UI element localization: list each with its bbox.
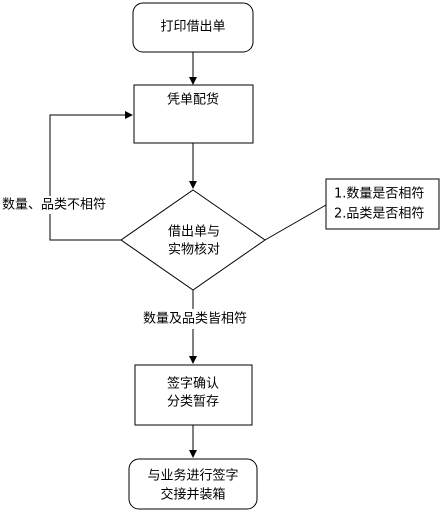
note-line-2: 2.品类是否相符: [334, 206, 424, 222]
note-box: 1.数量是否相符 2.品类是否相符: [325, 178, 440, 230]
node-handover-line-2: 交接并装箱: [160, 487, 225, 503]
node-confirm-line-2: 分类暂存: [167, 395, 219, 410]
node-handover-pack: 与业务进行签字 交接并装箱: [128, 458, 258, 510]
match-label: 数量及品类皆相符: [143, 311, 247, 327]
node-print-slip: 打印借出单: [132, 2, 254, 53]
node-confirm-store: 签字确认 分类暂存: [134, 364, 253, 426]
node-match-goods-label: 凭单配货: [167, 92, 219, 108]
mismatch-label: 数量、品类不相符: [2, 197, 106, 213]
node-check-line-1: 借出单与: [168, 225, 220, 240]
edge-mismatch-loop: [49, 111, 133, 241]
node-confirm-line-1: 签字确认: [167, 376, 219, 392]
node-check-line-2: 实物核对: [168, 243, 220, 258]
note-line-1: 1.数量是否相符: [334, 186, 424, 202]
node-print-slip-label: 打印借出单: [160, 20, 225, 35]
node-handover-line-1: 与业务进行签字: [147, 468, 238, 484]
node-match-goods: 凭单配货: [133, 84, 254, 144]
note-connector: [264, 204, 327, 241]
node-check-decision: 借出单与 实物核对: [120, 189, 266, 291]
